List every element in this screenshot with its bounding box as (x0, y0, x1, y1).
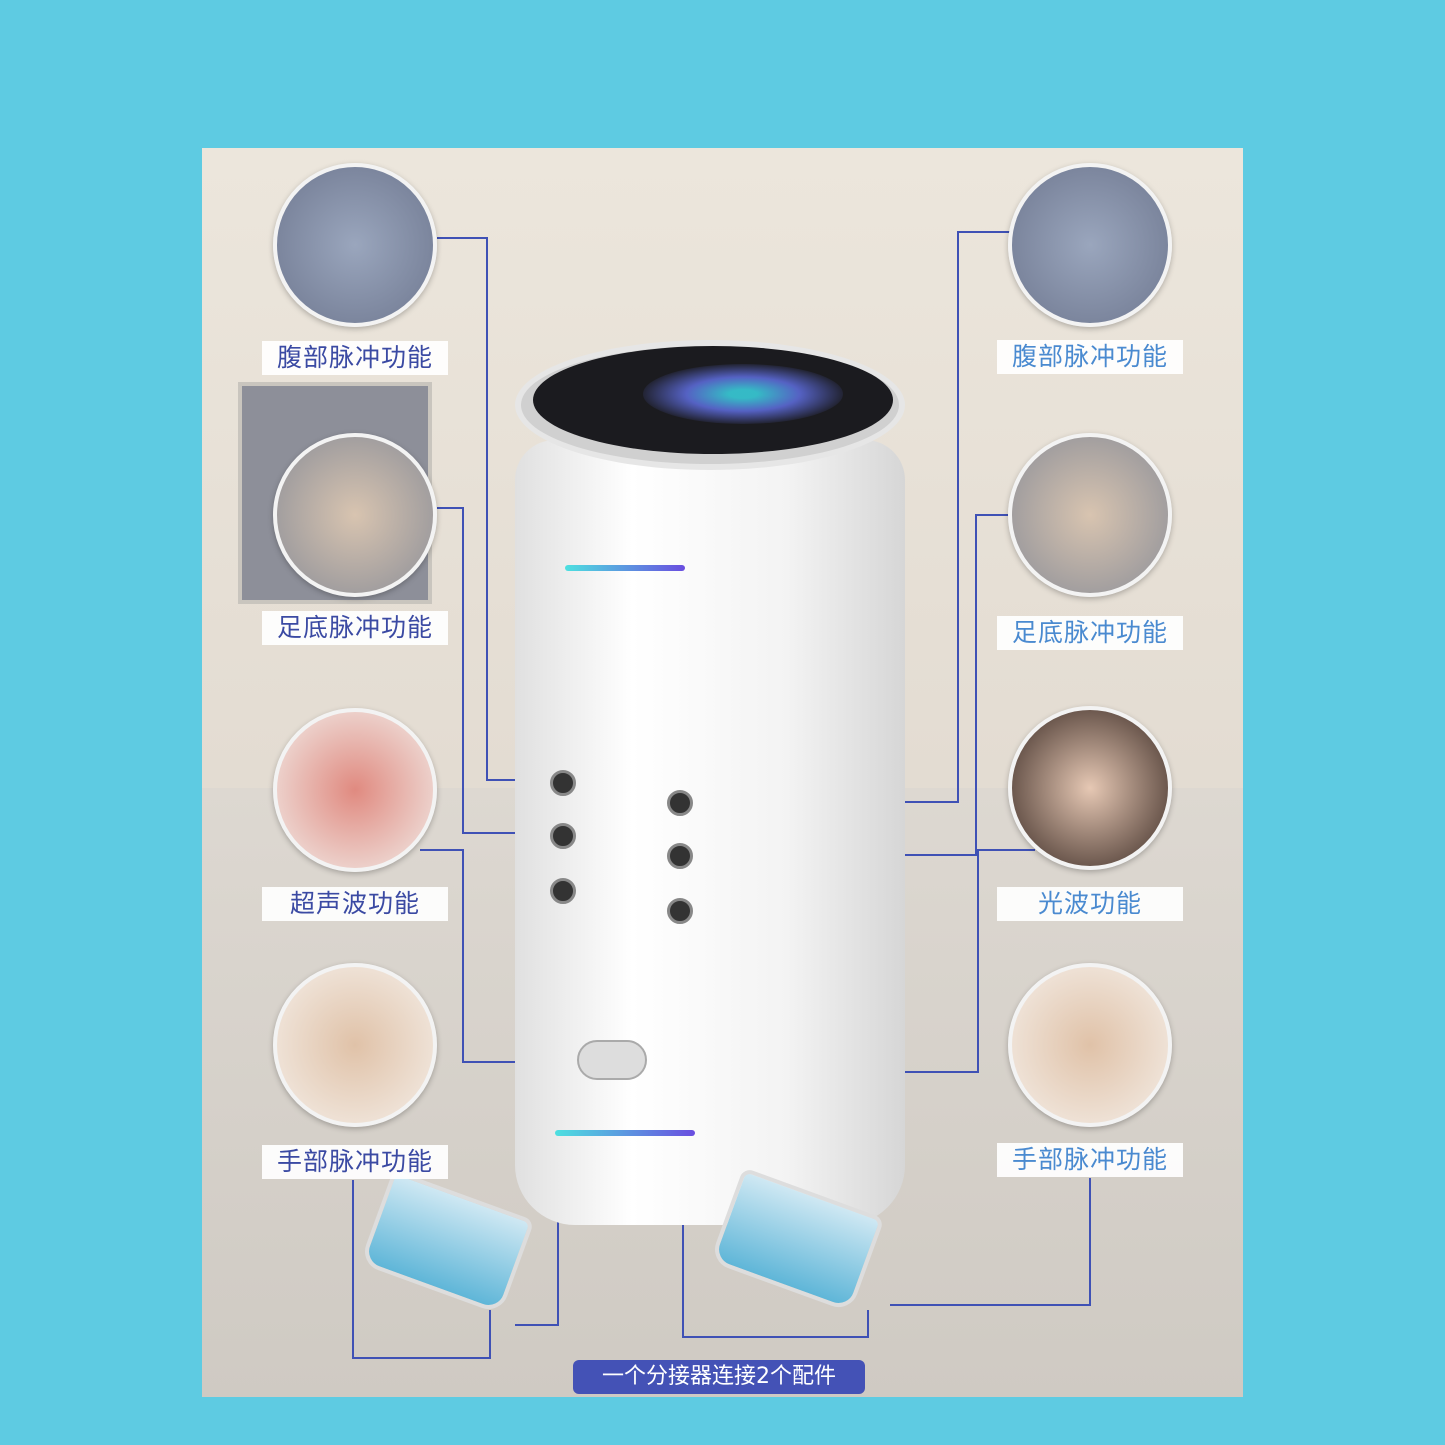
label-right-light: 光波功能 (997, 887, 1183, 921)
port-left-3 (550, 878, 576, 904)
label-left-foot: 足底脉冲功能 (262, 611, 448, 645)
touch-screen[interactable] (533, 346, 893, 454)
hand-grip-photo-left (273, 963, 437, 1127)
splitter-note-badge: 一个分接器连接2个配件 (573, 1360, 865, 1394)
light-ring-top (565, 565, 685, 571)
lcd-display (643, 364, 843, 424)
line-left-splitter (352, 1180, 491, 1359)
therapy-device (515, 340, 905, 1225)
splitter-socket (577, 1040, 647, 1080)
abdomen-belt-photo-left (273, 163, 437, 327)
light-ring-bottom (555, 1130, 695, 1136)
port-right-2 (667, 843, 693, 869)
label-right-hand: 手部脉冲功能 (997, 1143, 1183, 1177)
abdomen-belt-photo-right (1008, 163, 1172, 327)
line-right-splitter (890, 1178, 1091, 1306)
nasal-light-photo (1008, 706, 1172, 870)
label-left-ultrasound: 超声波功能 (262, 887, 448, 921)
port-right-3 (667, 898, 693, 924)
label-left-abdomen: 腹部脉冲功能 (262, 341, 448, 375)
port-left-1 (550, 770, 576, 796)
label-right-abdomen: 腹部脉冲功能 (997, 340, 1183, 374)
line-left-foot (437, 507, 555, 834)
hand-grip-photo-right (1008, 963, 1172, 1127)
port-right-1 (667, 790, 693, 816)
foot-pad-photo-left (273, 433, 437, 597)
label-left-hand: 手部脉冲功能 (262, 1145, 448, 1179)
port-left-2 (550, 823, 576, 849)
foot-pad-photo-right (1008, 433, 1172, 597)
label-right-foot: 足底脉冲功能 (997, 616, 1183, 650)
control-panel (515, 340, 905, 470)
ultrasound-probe-photo (273, 708, 437, 872)
